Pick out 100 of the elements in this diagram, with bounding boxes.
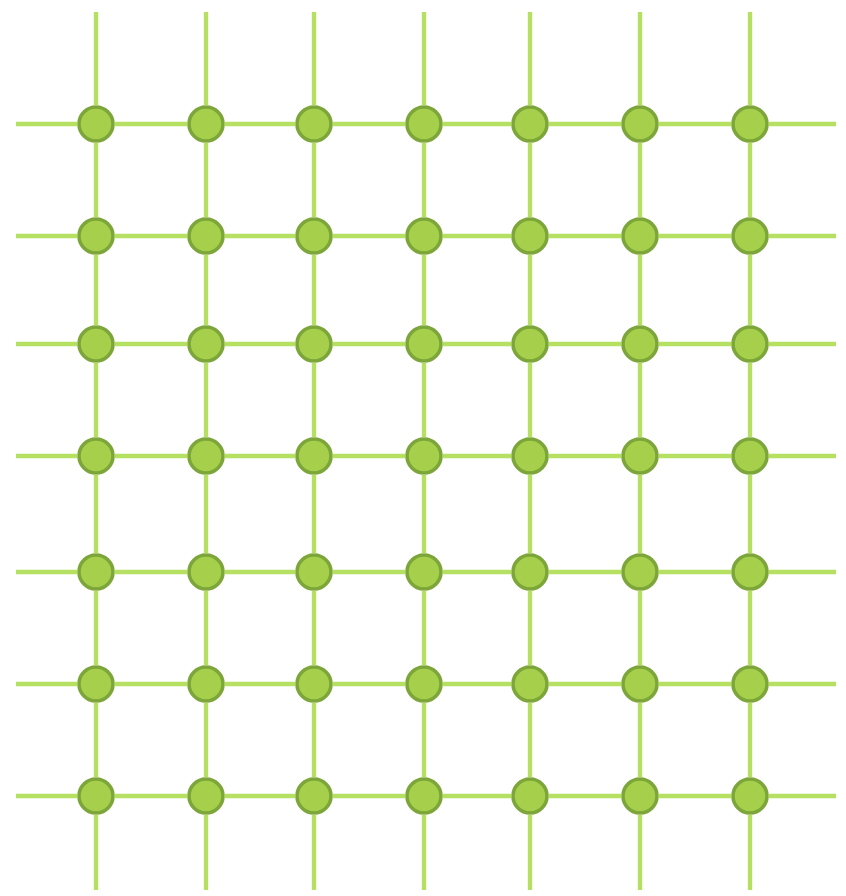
grid-line (442, 121, 512, 127)
grid-line (421, 814, 427, 890)
grid-line (747, 254, 753, 326)
node-dot (511, 105, 549, 143)
node-dot (405, 217, 443, 255)
node-dot (295, 437, 333, 475)
grid-line (768, 233, 836, 239)
grid-line (224, 341, 296, 347)
grid-line (527, 590, 533, 666)
grid-line (421, 702, 427, 778)
grid-line (747, 814, 753, 890)
grid-line (768, 453, 836, 459)
grid-line (548, 569, 622, 575)
grid-line (114, 569, 188, 575)
grid-line (224, 233, 296, 239)
grid-line (421, 142, 427, 218)
grid-line (332, 453, 406, 459)
grid-line (203, 590, 209, 666)
grid-line (747, 12, 753, 106)
grid-line (747, 142, 753, 218)
node-dot (731, 217, 769, 255)
grid-line (311, 254, 317, 326)
node-dot (77, 553, 115, 591)
grid-line (637, 254, 643, 326)
grid-line (527, 474, 533, 554)
grid-line (332, 569, 406, 575)
node-dot (187, 665, 225, 703)
grid-line (637, 12, 643, 106)
node-dot (405, 665, 443, 703)
grid-line (332, 341, 406, 347)
grid-line (93, 590, 99, 666)
grid-line (332, 681, 406, 687)
grid-line (548, 793, 622, 799)
node-dot (405, 777, 443, 815)
grid-line (548, 453, 622, 459)
node-dot (77, 777, 115, 815)
grid-line (527, 814, 533, 890)
grid-line (114, 793, 188, 799)
grid-line (527, 142, 533, 218)
grid-line (548, 681, 622, 687)
grid-line (747, 362, 753, 438)
grid-line (548, 121, 622, 127)
grid-line (224, 121, 296, 127)
grid-line (203, 474, 209, 554)
grid-line (114, 341, 188, 347)
grid-line (658, 233, 732, 239)
node-dot (405, 553, 443, 591)
node-dot (295, 325, 333, 363)
grid-line (768, 341, 836, 347)
grid-line (114, 453, 188, 459)
node-dot (621, 665, 659, 703)
grid-line (16, 121, 78, 127)
node-dot (621, 105, 659, 143)
grid-line (93, 814, 99, 890)
grid-line (548, 233, 622, 239)
node-dot (295, 105, 333, 143)
node-dot (511, 553, 549, 591)
node-dot (731, 553, 769, 591)
node-dot (511, 437, 549, 475)
grid-line (527, 12, 533, 106)
grid-line (747, 474, 753, 554)
node-dot (621, 325, 659, 363)
grid-line (224, 681, 296, 687)
grid-line (311, 362, 317, 438)
grid-line (747, 590, 753, 666)
grid-line (114, 681, 188, 687)
grid-line (332, 233, 406, 239)
node-dot (295, 217, 333, 255)
grid-line (548, 341, 622, 347)
grid-line (768, 121, 836, 127)
grid-line (442, 681, 512, 687)
grid-line (442, 569, 512, 575)
node-dot (621, 777, 659, 815)
grid-line (16, 233, 78, 239)
node-dot (187, 437, 225, 475)
node-dot (77, 217, 115, 255)
grid-line (93, 474, 99, 554)
grid-line (311, 142, 317, 218)
grid-line (224, 453, 296, 459)
node-dot (187, 553, 225, 591)
grid-line (421, 12, 427, 106)
node-dot (187, 777, 225, 815)
node-dot (621, 437, 659, 475)
grid-line (442, 341, 512, 347)
grid-line (658, 793, 732, 799)
node-dot (731, 665, 769, 703)
node-dot (77, 665, 115, 703)
grid-line (114, 233, 188, 239)
grid-line (203, 142, 209, 218)
node-dot (295, 665, 333, 703)
grid-line (768, 681, 836, 687)
node-dot (405, 325, 443, 363)
grid-line (637, 814, 643, 890)
grid-line (332, 121, 406, 127)
grid-line (311, 474, 317, 554)
grid-line (421, 590, 427, 666)
node-dot (731, 105, 769, 143)
grid-line (203, 362, 209, 438)
node-dot (187, 105, 225, 143)
node-dot (511, 217, 549, 255)
